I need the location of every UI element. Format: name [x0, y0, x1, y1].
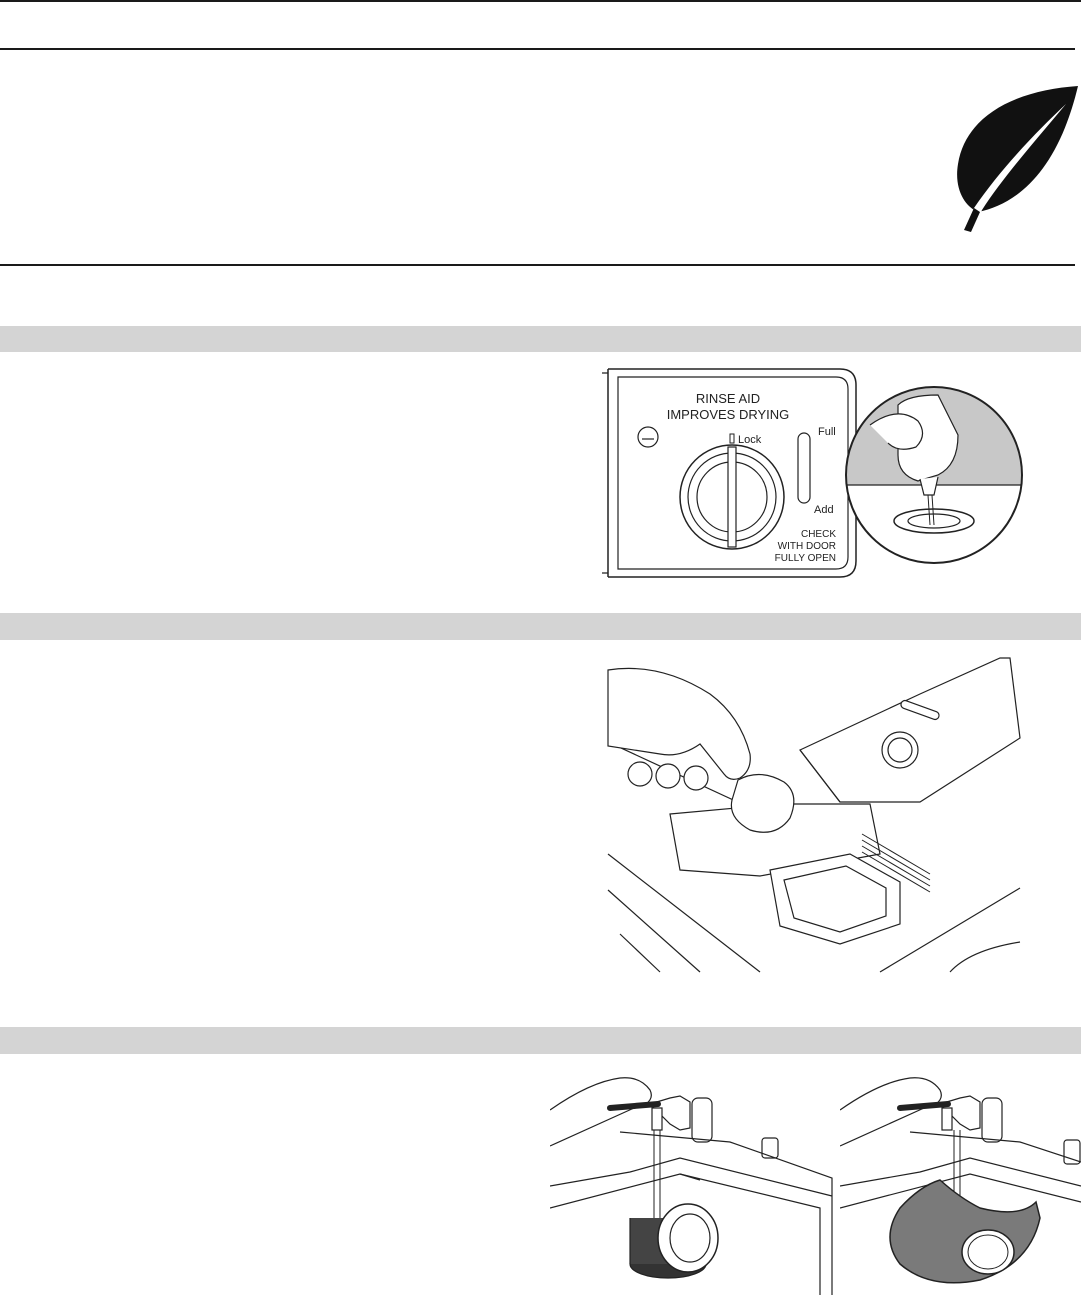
add-label: Add	[814, 504, 834, 516]
rinse-aid-title-1: RINSE AID	[696, 391, 760, 406]
leaf-icon	[948, 84, 1081, 234]
section-rule	[0, 264, 1075, 266]
header-rule	[0, 48, 1075, 50]
check-label-1: CHECK	[801, 529, 836, 540]
rinse-aid-title-2: IMPROVES DRYING	[667, 407, 790, 422]
check-label-2: WITH DOOR	[778, 541, 836, 552]
full-label: Full	[818, 426, 836, 438]
filter-rinse-figure-1	[550, 1068, 836, 1295]
rinse-aid-dispenser-figure: RINSE AID IMPROVES DRYING Lock Full Add …	[598, 365, 1028, 580]
section-band-1	[0, 326, 1081, 352]
top-rule	[0, 0, 1081, 2]
section-band-3	[0, 1027, 1081, 1054]
detergent-dispenser-figure	[600, 654, 1030, 974]
check-label-3: FULLY OPEN	[775, 553, 836, 564]
filter-rinse-figure-2	[840, 1068, 1081, 1295]
section-band-2	[0, 613, 1081, 640]
lock-label: Lock	[738, 434, 762, 446]
